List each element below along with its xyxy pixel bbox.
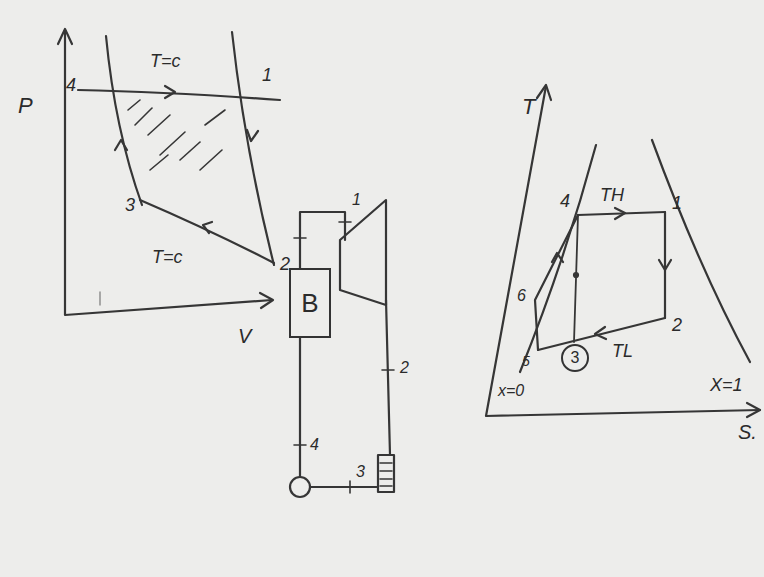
heat-rejection-line: [538, 318, 665, 350]
expansion-line: [664, 212, 666, 318]
tick-mark: [99, 292, 100, 305]
pipe: [300, 212, 345, 268]
condenser-coil: [380, 463, 392, 486]
state-number: 3: [125, 196, 135, 214]
condenser-symbol: [378, 455, 394, 492]
boiler-box: B: [289, 268, 331, 338]
state-number: 4: [560, 192, 570, 210]
flow-arrow: [659, 260, 671, 270]
axis-arrow: [747, 403, 760, 417]
axis-arrow: [260, 293, 273, 308]
pipe: [386, 300, 390, 455]
node-text: 3: [571, 350, 580, 366]
saturation-dome: [652, 140, 750, 362]
quality-label: X=1: [710, 376, 743, 394]
process-label: T=c: [150, 52, 181, 70]
axis-arrow: [537, 85, 551, 100]
state-tick: [294, 222, 394, 493]
point-dot: [574, 273, 578, 277]
carnot-line: [574, 215, 578, 342]
axis-arrow: [58, 29, 72, 44]
node-text: B: [301, 290, 318, 316]
flow-arrow: [552, 253, 563, 262]
state-number: 2: [400, 360, 409, 376]
process-label: T=c: [152, 248, 183, 266]
pv-axes: [65, 30, 272, 315]
adiabat-line: [106, 36, 142, 205]
pipe: [311, 486, 378, 488]
state-number: 3: [356, 464, 365, 480]
pump-heating-line: [535, 215, 578, 350]
axis-label: V: [238, 326, 251, 346]
pipe: [299, 338, 301, 477]
quality-label: x=0: [498, 383, 524, 399]
flow-arrow: [247, 130, 258, 141]
state-number: 5: [522, 354, 530, 368]
pump-symbol: [290, 477, 310, 497]
flow-arrow: [203, 222, 212, 233]
ts-axes: [486, 86, 760, 416]
flow-arrow: [115, 140, 127, 150]
axis-label: T: [522, 96, 535, 118]
temperature-label: TL: [612, 342, 633, 360]
flow-arrow: [595, 327, 606, 339]
state-number: 1: [672, 194, 682, 212]
state-number: 4: [310, 437, 319, 453]
work-hatching: [128, 100, 225, 170]
adiabat-line: [232, 32, 274, 265]
turbine-symbol: [340, 200, 386, 305]
state-number: 4: [66, 76, 76, 94]
state-number: 6: [517, 288, 526, 304]
flow-arrow: [165, 86, 175, 98]
state-number: 1: [262, 66, 272, 84]
isotherm-line: [78, 90, 280, 100]
temperature-label: TH: [600, 186, 624, 204]
axis-label: P: [18, 95, 33, 117]
state-circle: 3: [561, 344, 589, 372]
flow-arrow: [615, 208, 625, 219]
state-number: 2: [672, 316, 682, 334]
state-number: 1: [352, 192, 361, 208]
axis-label: S.: [738, 422, 757, 442]
